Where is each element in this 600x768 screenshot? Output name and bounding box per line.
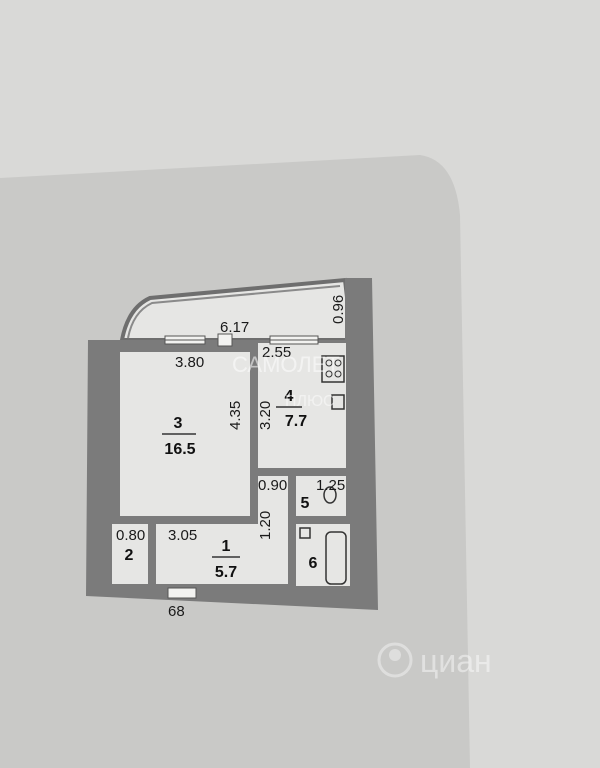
dim-wc-width: 0.90: [258, 477, 287, 494]
dim-room3-depth: 4.35: [227, 401, 244, 430]
watermark-plus: ПЛЮС: [285, 393, 335, 410]
toilet-icon: [323, 486, 337, 504]
watermark-cian: циан: [420, 643, 492, 679]
dim-balcony-length: 6.17: [220, 319, 249, 336]
balcony-outline: [119, 277, 355, 342]
dim-entrance: 68: [168, 603, 185, 620]
watermark-samolet: САМОЛЕТ: [232, 352, 340, 377]
dim-room3-width: 3.80: [175, 354, 204, 371]
bathtub-icon: [325, 531, 347, 585]
washbasin-icon: [299, 527, 311, 539]
room-4-area: 7.7: [285, 413, 307, 430]
balcony-rail: [127, 285, 341, 339]
stove-icon: [321, 355, 345, 383]
dim-kitchen-width: 2.55: [262, 344, 291, 361]
room6-floor: [296, 524, 350, 586]
room-1-area: 5.7: [215, 564, 237, 581]
room1-floor: [156, 524, 288, 584]
room4-floor-ext: [258, 343, 346, 355]
sink-icon: [331, 394, 345, 410]
dim-closet-width: 0.80: [116, 527, 145, 544]
room-5-number: 5: [301, 495, 310, 512]
room4-floor: [258, 352, 346, 468]
room-2-number: 2: [125, 547, 134, 564]
room-3-area: 16.5: [164, 441, 195, 458]
dim-hall-width: 3.05: [168, 527, 197, 544]
balcony-door: [217, 333, 233, 347]
cian-logo-icon: [377, 642, 413, 678]
dim-wc-length: 1.25: [316, 477, 345, 494]
room5-floor: [296, 476, 346, 516]
room2-floor: [112, 524, 148, 584]
dim-kitchen-depth: 3.20: [257, 401, 274, 430]
room-1-number: 1: [222, 538, 231, 555]
entrance-door: [167, 587, 197, 599]
dim-corridor-width: 1.20: [257, 511, 274, 540]
room-6-number: 6: [309, 555, 318, 572]
corridor-floor: [258, 476, 288, 526]
room-4-number: 4: [285, 388, 294, 405]
room-3-number: 3: [174, 415, 183, 432]
dim-balcony-depth: 0.96: [330, 295, 347, 324]
